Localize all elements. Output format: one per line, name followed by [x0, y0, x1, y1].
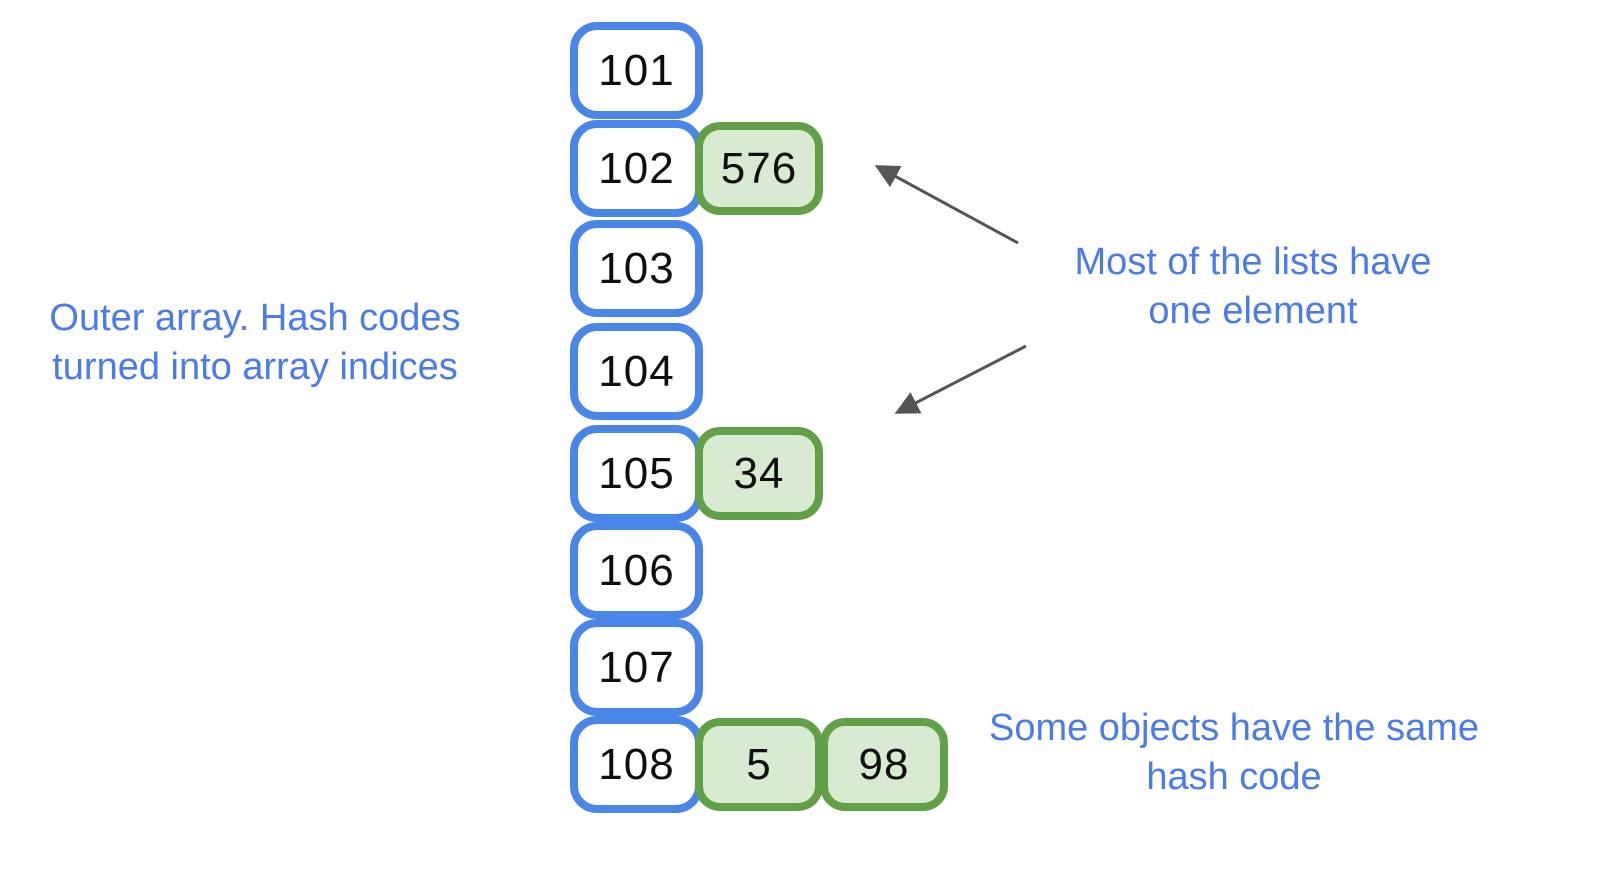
most-lists-label-line1: Most of the lists have	[1074, 241, 1432, 283]
most-lists-label: Most of the lists have one element	[1003, 238, 1503, 336]
arrow-to-576-icon	[874, 165, 1019, 245]
same-hash-label-line1: Some objects have the same	[988, 707, 1480, 749]
same-hash-label: Some objects have the same hash code	[969, 704, 1499, 802]
array-index-box-101: 101	[570, 22, 703, 119]
array-index-box-103: 103	[570, 220, 703, 317]
array-index-box-105: 105	[570, 425, 703, 522]
chain-value-box-34: 34	[695, 427, 823, 520]
array-index-box-104: 104	[570, 323, 703, 420]
chain-value-box-5: 5	[695, 718, 823, 811]
outer-array-label: Outer array. Hash codes turned into arra…	[0, 294, 515, 392]
array-index-box-102: 102	[570, 120, 703, 217]
chain-value-box-576: 576	[695, 122, 823, 215]
arrow-to-34-icon	[894, 344, 1027, 414]
outer-array-label-line1: Outer array. Hash codes	[49, 297, 461, 339]
same-hash-label-line2: hash code	[1146, 756, 1322, 798]
array-index-box-108: 108	[570, 716, 703, 813]
chain-value-box-98: 98	[820, 718, 948, 811]
array-index-box-106: 106	[570, 522, 703, 619]
outer-array-label-line2: turned into array indices	[52, 346, 458, 388]
array-index-box-107: 107	[570, 619, 703, 716]
most-lists-label-line2: one element	[1148, 290, 1358, 332]
